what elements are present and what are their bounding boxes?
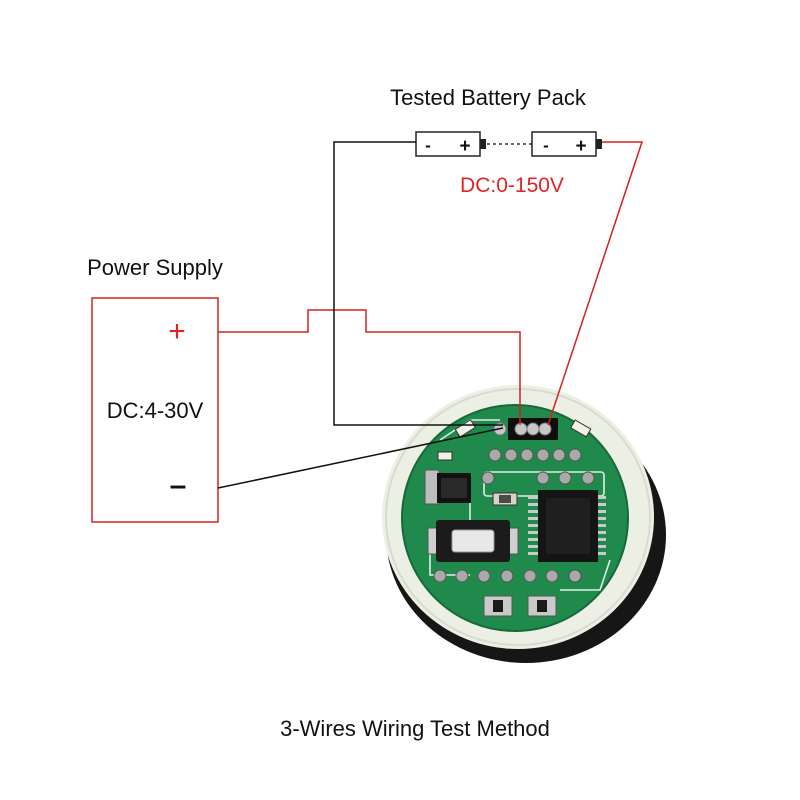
battery-cell-right-minus: - (543, 136, 549, 155)
battery-cell-left-minus: - (425, 136, 431, 155)
wire-power-negative (217, 427, 504, 489)
power-supply-minus: – (170, 469, 187, 502)
battery-cell-right-plus: + (575, 136, 586, 157)
power-supply-voltage: DC:4-30V (107, 398, 204, 423)
battery-cell-left: - + (415, 131, 486, 157)
power-supply-plus: + (168, 315, 186, 348)
wire-battery-positive (547, 141, 644, 426)
wire-power-positive (218, 309, 521, 425)
battery-pack-title: Tested Battery Pack (390, 85, 587, 110)
battery-cell-left-plus: + (459, 136, 470, 157)
diagram-caption: 3-Wires Wiring Test Method (280, 716, 550, 741)
voltmeter-module (382, 385, 666, 663)
power-supply-box (91, 297, 219, 523)
bottom-pads (483, 595, 557, 617)
push-button-switch (427, 520, 519, 562)
main-ic (528, 490, 606, 562)
wire-battery-negative (333, 141, 503, 426)
battery-cell-right: - + (531, 131, 602, 157)
battery-voltage-label: DC:0-150V (460, 174, 564, 197)
power-supply-title: Power Supply (87, 255, 223, 280)
regulator-chip (424, 469, 471, 505)
